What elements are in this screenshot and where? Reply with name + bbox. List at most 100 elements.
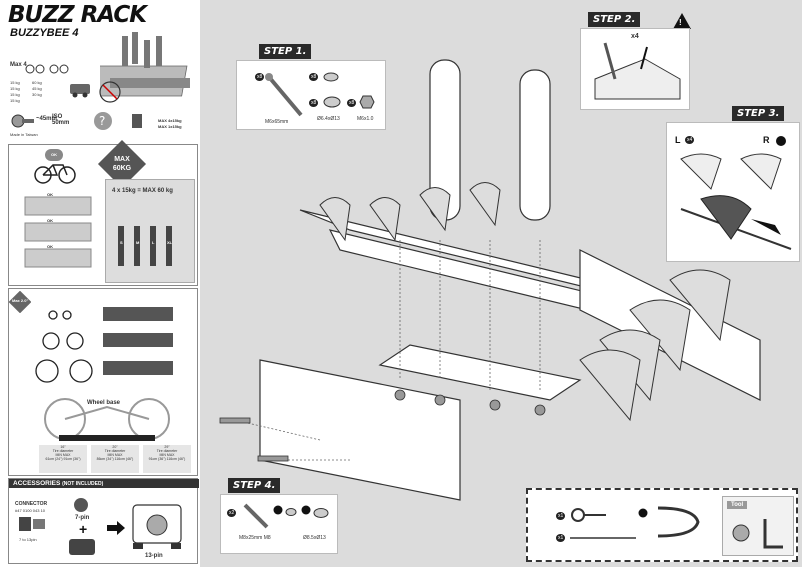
tire-col-20: 20"Tire diameter MIN MAX 86cm (34") 116c… — [91, 445, 139, 473]
step2-label: STEP 2. — [588, 12, 641, 27]
step1-qty-bolt: x8 — [255, 73, 265, 81]
step4-panel: x2 M8x25mm M8 Ø8.5xØ13 — [220, 494, 338, 554]
weight-row-5: 15 kg — [10, 92, 20, 97]
step1-bolt-spec: M6x65mm — [265, 119, 289, 125]
brand-logo: BUZZ RACK — [8, 2, 147, 28]
wheel-base-illustration — [44, 398, 170, 441]
max-load-1: MAX 4x15kg — [158, 118, 182, 123]
rack-bottom-icon — [132, 114, 142, 128]
hitch-ball-icon — [11, 114, 34, 128]
bike-icon — [34, 164, 76, 184]
dot-icon-extras — [638, 508, 648, 518]
max-load-2: MAX 1x15kg — [158, 124, 182, 129]
plug-13pin-icon — [69, 539, 95, 555]
spare-part-icon — [732, 524, 750, 542]
spec-panel: Max 4 15 kg 60 kg 15 kg 45 kg 15 kg 30 k… — [8, 58, 198, 142]
step3-left-qty: x4 — [685, 136, 695, 144]
wheel-panel: Max 2.0" Wheel base 16"Tire diameter MIN… — [8, 288, 198, 476]
bike-sizes-illustration — [35, 307, 173, 383]
right-dot-icon — [776, 136, 786, 146]
strap-icon — [657, 506, 700, 538]
step1-washer-spec: Ø6.4xØ13 — [317, 116, 340, 122]
step3-label: STEP 3. — [732, 106, 785, 121]
step1-qty-nut: x8 — [347, 99, 357, 107]
size-l: L — [152, 240, 155, 245]
warning-mark: ! — [679, 18, 682, 27]
washer-icon — [323, 72, 339, 82]
made-in: Made in Taiwan — [10, 132, 38, 137]
step3-left-label: L — [675, 135, 681, 145]
weight-row-6: 30 kg — [32, 92, 42, 97]
dot-icon-1 — [273, 505, 283, 515]
step1-qty-washer2: x8 — [309, 99, 319, 107]
step2-qty: x4 — [631, 33, 639, 40]
tool-label: Tool — [727, 501, 748, 509]
iso-spec: ISO 50mm — [52, 114, 70, 126]
plug-7pin-icon — [74, 498, 88, 512]
size-m: M — [136, 240, 140, 245]
iso-size: ~45mm — [36, 116, 57, 122]
max-tire-width-badge — [9, 291, 31, 313]
bolt-m8-icon — [243, 503, 269, 529]
size-xl: XL — [167, 240, 173, 245]
step4-qty: x2 — [227, 509, 237, 517]
formula-text: 4 x 15kg = MAX 60 kg — [112, 188, 173, 194]
plus-sign: + — [79, 521, 88, 537]
step4-label: STEP 4. — [228, 478, 281, 493]
step1-panel: x8 M6x65mm x8 x8 x8 Ø6.4xØ13 M6x1.0 — [236, 60, 386, 130]
step4-washer-spec: Ø8.5xØ13 — [303, 535, 326, 541]
bolt-m6-icon — [265, 73, 303, 117]
frame-clamp-ok-1 — [24, 196, 92, 216]
extras-box: x1 x1 Tool — [526, 488, 798, 562]
washer-m8-icon — [285, 508, 297, 516]
hex-key-icon — [763, 519, 783, 549]
rack-assembly-drawing — [219, 59, 761, 501]
washer-large-m8-icon — [313, 508, 329, 518]
tire-col-29: 29"Tire diameter MIN MAX 91cm (36") 116c… — [143, 445, 191, 473]
bikes-count-icon — [25, 64, 69, 74]
connector-icon — [19, 517, 45, 531]
car-rear-icon — [132, 504, 182, 549]
connector-sub: 7 to 13pin — [19, 537, 37, 542]
question-tool-icon: ? — [94, 112, 112, 130]
frame-clamp-ok-3 — [24, 248, 92, 268]
pin7-label: 7-pin — [75, 515, 90, 521]
step4-bolt-spec: M8x25mm M8 — [239, 535, 271, 541]
washer-large-icon — [323, 96, 341, 108]
size-s: S — [120, 240, 123, 245]
weight-row-4: 45 kg — [32, 86, 42, 91]
connector-label: CONNECTOR — [15, 501, 48, 507]
step3-right-label: R — [763, 135, 770, 145]
model-name: BUZZYBEE 4 — [10, 27, 79, 39]
car-icons — [70, 81, 121, 103]
weight-row-1: 15 kg — [10, 80, 20, 85]
max-tire-width-label: Max 2.0" — [12, 298, 29, 303]
weight-row-3: 15 kg — [10, 86, 20, 91]
dot-icon-2 — [301, 505, 311, 515]
arrow-right-icon — [107, 521, 125, 535]
svg-text:?: ? — [99, 114, 105, 128]
lock-key-icon — [571, 508, 606, 522]
rack-thumbnail — [100, 32, 190, 97]
step3-panel: L x4 R — [666, 122, 800, 262]
ok-badge-top — [45, 149, 63, 161]
accessories-header: ACCESSORIES (NOT INCLUDED) — [9, 479, 199, 488]
ok-label-2: OK — [47, 218, 53, 223]
step1-qty-washer: x8 — [309, 73, 319, 81]
wheel-base-label: Wheel base — [87, 400, 121, 406]
formula-box: 4 x 15kg = MAX 60 kg S M L XL — [105, 179, 195, 283]
warning-icon — [673, 13, 691, 29]
pin13-label: 13-pin — [145, 553, 163, 559]
frame-clamp-ok-2 — [24, 222, 92, 242]
load-panel: OK MAX 60KG OK OK OK 4 x 15kg = MAX 60 k… — [8, 139, 198, 286]
left-info-column: BUZZ RACK BUZZYBEE 4 Max 4 15 kg 60 kg 1… — [0, 0, 200, 567]
step1-nut-spec: M6x1.0 — [357, 116, 374, 122]
assembly-area: STEP 1. x8 M6x65mm x8 x8 x8 Ø6.4xØ13 M6x… — [200, 0, 802, 567]
nut-icon — [359, 95, 375, 109]
extras-qty-strap: x1 — [556, 534, 566, 542]
strap-sizes-icon — [118, 226, 172, 266]
tire-col-16: 16"Tire diameter MIN MAX 61cm (24") 91cm… — [39, 445, 87, 473]
ok-label-3: OK — [47, 244, 53, 249]
tool-box: Tool — [722, 496, 794, 556]
step2-detail-drawing — [594, 42, 681, 100]
